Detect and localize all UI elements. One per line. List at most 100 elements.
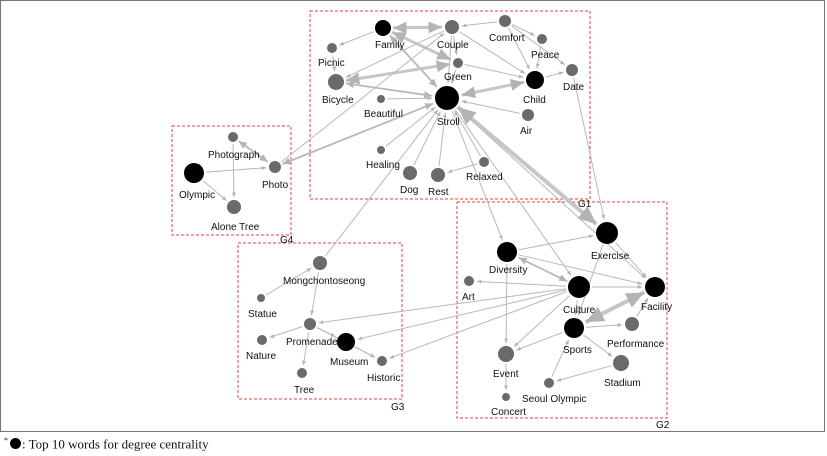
edge-sports-event: [516, 331, 563, 351]
edge-mongchon-promenade: [310, 271, 319, 316]
group-box-g4: [171, 125, 292, 236]
edge-couple-green: [453, 35, 458, 56]
edge-culture-diversity: [518, 256, 568, 283]
top10-legend-dot: [10, 438, 21, 450]
edge-sports-performance: [585, 323, 623, 328]
node-label-historic: Historic: [367, 373, 400, 384]
footnote-text: : Top 10 words for degree centrality: [22, 436, 209, 452]
node-label-date: Date: [563, 82, 585, 93]
edge-child-stroll: [461, 79, 525, 99]
edge-stadium-seoulolympic: [556, 365, 612, 382]
node-green: [453, 58, 463, 68]
group-label-g4: G4: [280, 235, 294, 246]
edge-photo-couple: [280, 32, 445, 163]
node-seoulolympic: [544, 378, 554, 388]
node-label-air: Air: [520, 126, 533, 137]
edge-culture-historic: [389, 291, 567, 359]
edge-olympic-alonetree: [202, 180, 227, 201]
node-label-performance: Performance: [607, 339, 665, 350]
edge-photograph-photo: [238, 140, 269, 163]
node-bicycle: [328, 74, 344, 90]
edge-comfort-date: [511, 25, 565, 66]
node-label-healing: Healing: [366, 160, 400, 171]
edge-green-stroll: [450, 69, 457, 84]
edge-family-picnic: [339, 31, 374, 46]
node-child: [526, 71, 544, 89]
node-stadium: [613, 355, 629, 371]
node-label-promenade: Promenade: [286, 337, 338, 348]
node-alonetree: [227, 200, 241, 214]
edge-bicycle-green: [345, 60, 451, 85]
node-label-green: Green: [444, 72, 472, 83]
node-museum: [337, 333, 355, 351]
node-peace: [537, 34, 547, 44]
node-label-photo: Photo: [262, 180, 289, 191]
edge-performance-facility: [636, 297, 649, 317]
edge-culture-art: [476, 279, 567, 287]
node-picnic: [327, 43, 337, 53]
node-label-peace: Peace: [531, 50, 560, 61]
edge-exercise-sports: [577, 245, 604, 316]
node-photograph: [228, 132, 238, 142]
node-label-beautiful: Beautiful: [364, 109, 403, 120]
node-label-mongchon: Mongchontoseong: [283, 276, 365, 287]
node-facility: [645, 277, 665, 297]
edge-olympic-photo: [205, 166, 267, 173]
edge-stroll-facility: [457, 107, 646, 279]
node-label-comfort: Comfort: [489, 33, 525, 44]
node-nature: [257, 335, 267, 345]
node-performance: [625, 317, 639, 331]
node-air: [522, 109, 534, 121]
node-art: [464, 276, 474, 286]
node-label-seoulolympic: Seoul Olympic: [522, 394, 586, 405]
node-mongchon: [313, 256, 327, 270]
edge-child-date: [545, 71, 564, 78]
edge-couple-bicycle: [345, 30, 445, 78]
node-label-couple: Couple: [437, 40, 469, 51]
node-label-concert: Concert: [491, 407, 526, 418]
node-label-child: Child: [523, 95, 546, 106]
edge-photo-stroll: [282, 102, 434, 165]
node-label-nature: Nature: [246, 351, 276, 362]
node-beautiful: [377, 95, 385, 103]
node-sports: [564, 318, 584, 338]
node-statue: [257, 294, 265, 302]
edge-rest-stroll: [438, 112, 447, 167]
node-label-relaxed: Relaxed: [466, 172, 503, 183]
node-photo: [269, 161, 281, 173]
edge-comfort-couple: [461, 21, 498, 28]
node-label-picnic: Picnic: [318, 58, 345, 69]
node-label-sports: Sports: [563, 345, 592, 356]
edge-seoulolympic-sports: [551, 339, 570, 377]
node-label-alonetree: Alone Tree: [211, 222, 260, 233]
node-label-tree: Tree: [294, 385, 315, 396]
node-family: [375, 20, 391, 36]
node-label-art: Art: [462, 292, 475, 303]
edge-diversity-exercise: [518, 234, 594, 251]
node-label-dog: Dog: [400, 185, 418, 196]
node-label-rest: Rest: [428, 187, 449, 198]
group-box-g3: [237, 242, 403, 400]
edge-exercise-facility: [615, 242, 647, 278]
edge-stroll-exercise: [456, 105, 598, 226]
node-rest: [431, 168, 445, 182]
edge-promenade-nature: [269, 326, 303, 338]
edge-family-couple: [392, 21, 443, 34]
group-label-g3: G3: [391, 402, 405, 413]
group-label-g2: G2: [656, 420, 670, 431]
edge-promenade-tree: [302, 331, 310, 366]
edge-peace-child: [535, 45, 542, 69]
footnote-marker: *: [4, 436, 8, 445]
node-healing: [377, 146, 385, 154]
edge-green-child: [464, 64, 524, 79]
node-dog: [403, 166, 417, 180]
edge-culture-promenade: [318, 288, 567, 325]
node-relaxed: [479, 157, 489, 167]
node-label-event: Event: [493, 369, 519, 380]
edge-culture-event: [513, 295, 570, 347]
node-olympic: [184, 163, 204, 183]
edge-culture-museum: [357, 289, 567, 341]
node-label-stadium: Stadium: [604, 378, 641, 389]
node-concert: [502, 393, 510, 401]
edge-comfort-peace: [511, 24, 536, 36]
